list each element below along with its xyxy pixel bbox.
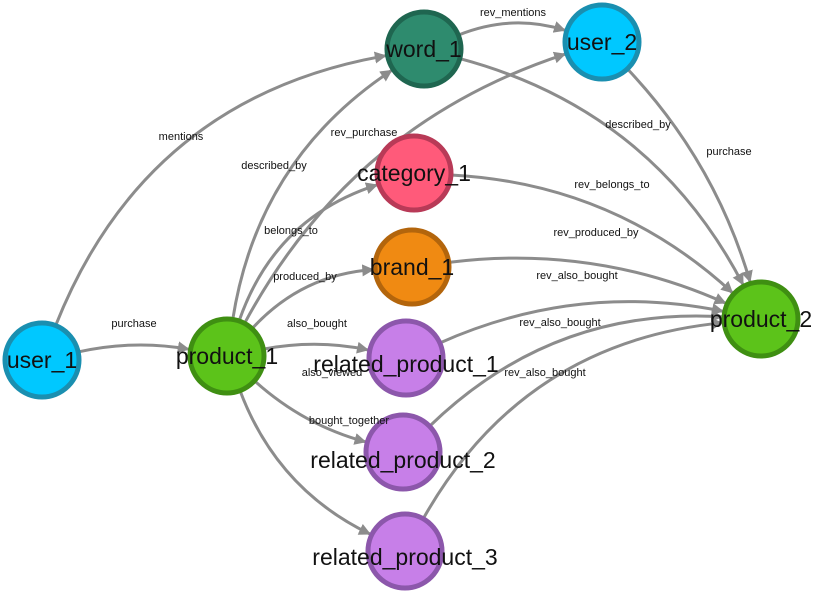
edge-label: purchase — [706, 146, 751, 158]
edge-label: purchase — [111, 318, 156, 330]
edge-label: bought_together — [309, 415, 389, 427]
edge-related-product-2-to-product-2 — [428, 310, 724, 428]
edge-product-1-to-brand-1 — [250, 264, 375, 330]
edge-label: rev_also_bought — [504, 367, 585, 379]
edge-product-1-to-category-1 — [237, 182, 379, 322]
edge-word-1-to-user-2 — [457, 21, 566, 37]
edge-label: rev_also_bought — [519, 317, 600, 329]
edge-label: produced_by — [273, 271, 337, 283]
node-label-product-1: product_1 — [176, 343, 278, 369]
edge-related-product-3-to-product-2 — [421, 317, 724, 520]
edge-word-1-to-product-2 — [459, 57, 745, 286]
nodes-layer — [2, 2, 801, 591]
edge-label: rev_produced_by — [553, 227, 639, 239]
edge-user-1-to-word-1 — [54, 51, 387, 327]
node-label-user-1: user_1 — [7, 347, 77, 373]
edge-user-2-to-product-2 — [626, 67, 753, 283]
edge-label: also_bought — [287, 318, 347, 330]
edge-label: rev_mentions — [480, 7, 547, 19]
edges-layer — [54, 21, 753, 536]
edge-label: also_viewed — [302, 367, 363, 379]
node-product-2[interactable] — [721, 279, 801, 359]
edge-user-1-to-product-1 — [77, 341, 190, 354]
node-label-related-product-1: related_product_1 — [313, 351, 498, 377]
edge-label: rev_also_bought — [536, 270, 617, 282]
edge-label: rev_purchase — [331, 127, 398, 139]
node-label-related-product-3: related_product_3 — [312, 544, 497, 570]
edge-label: rev_belongs_to — [574, 179, 649, 191]
node-label-user-2: user_2 — [567, 29, 637, 55]
edge-label: belongs_to — [264, 225, 318, 237]
edge-label: described_by — [241, 160, 307, 172]
edge-label: mentions — [159, 131, 204, 143]
edge-related-product-1-to-product-2 — [439, 300, 724, 345]
node-label-brand-1: brand_1 — [370, 254, 454, 280]
node-related-product-2[interactable] — [363, 412, 443, 492]
node-word-1[interactable] — [384, 9, 464, 89]
node-brand-1[interactable] — [372, 227, 452, 307]
node-label-product-2: product_2 — [710, 306, 812, 332]
labels-layer: mentions purchase described_by rev_purchase… — [7, 7, 812, 570]
node-category-1[interactable] — [374, 133, 454, 213]
edge-product-1-to-related-product-1 — [263, 341, 370, 354]
node-label-word-1: word_1 — [385, 36, 461, 62]
edge-brand-1-to-product-2 — [448, 256, 727, 305]
node-label-category-1: category_1 — [357, 160, 471, 186]
node-user-1[interactable] — [2, 320, 82, 400]
edge-product-1-to-related-product-3 — [238, 390, 371, 536]
node-user-2[interactable] — [562, 2, 642, 82]
node-label-related-product-2: related_product_2 — [310, 447, 495, 473]
edge-product-1-to-related-product-2 — [253, 379, 367, 445]
node-related-product-3[interactable] — [365, 511, 445, 591]
edge-label: described_by — [605, 119, 671, 131]
edge-product-1-to-word-1 — [231, 69, 393, 320]
node-related-product-1[interactable] — [366, 318, 446, 398]
node-product-1[interactable] — [187, 316, 267, 396]
edge-category-1-to-product-2 — [450, 173, 734, 294]
